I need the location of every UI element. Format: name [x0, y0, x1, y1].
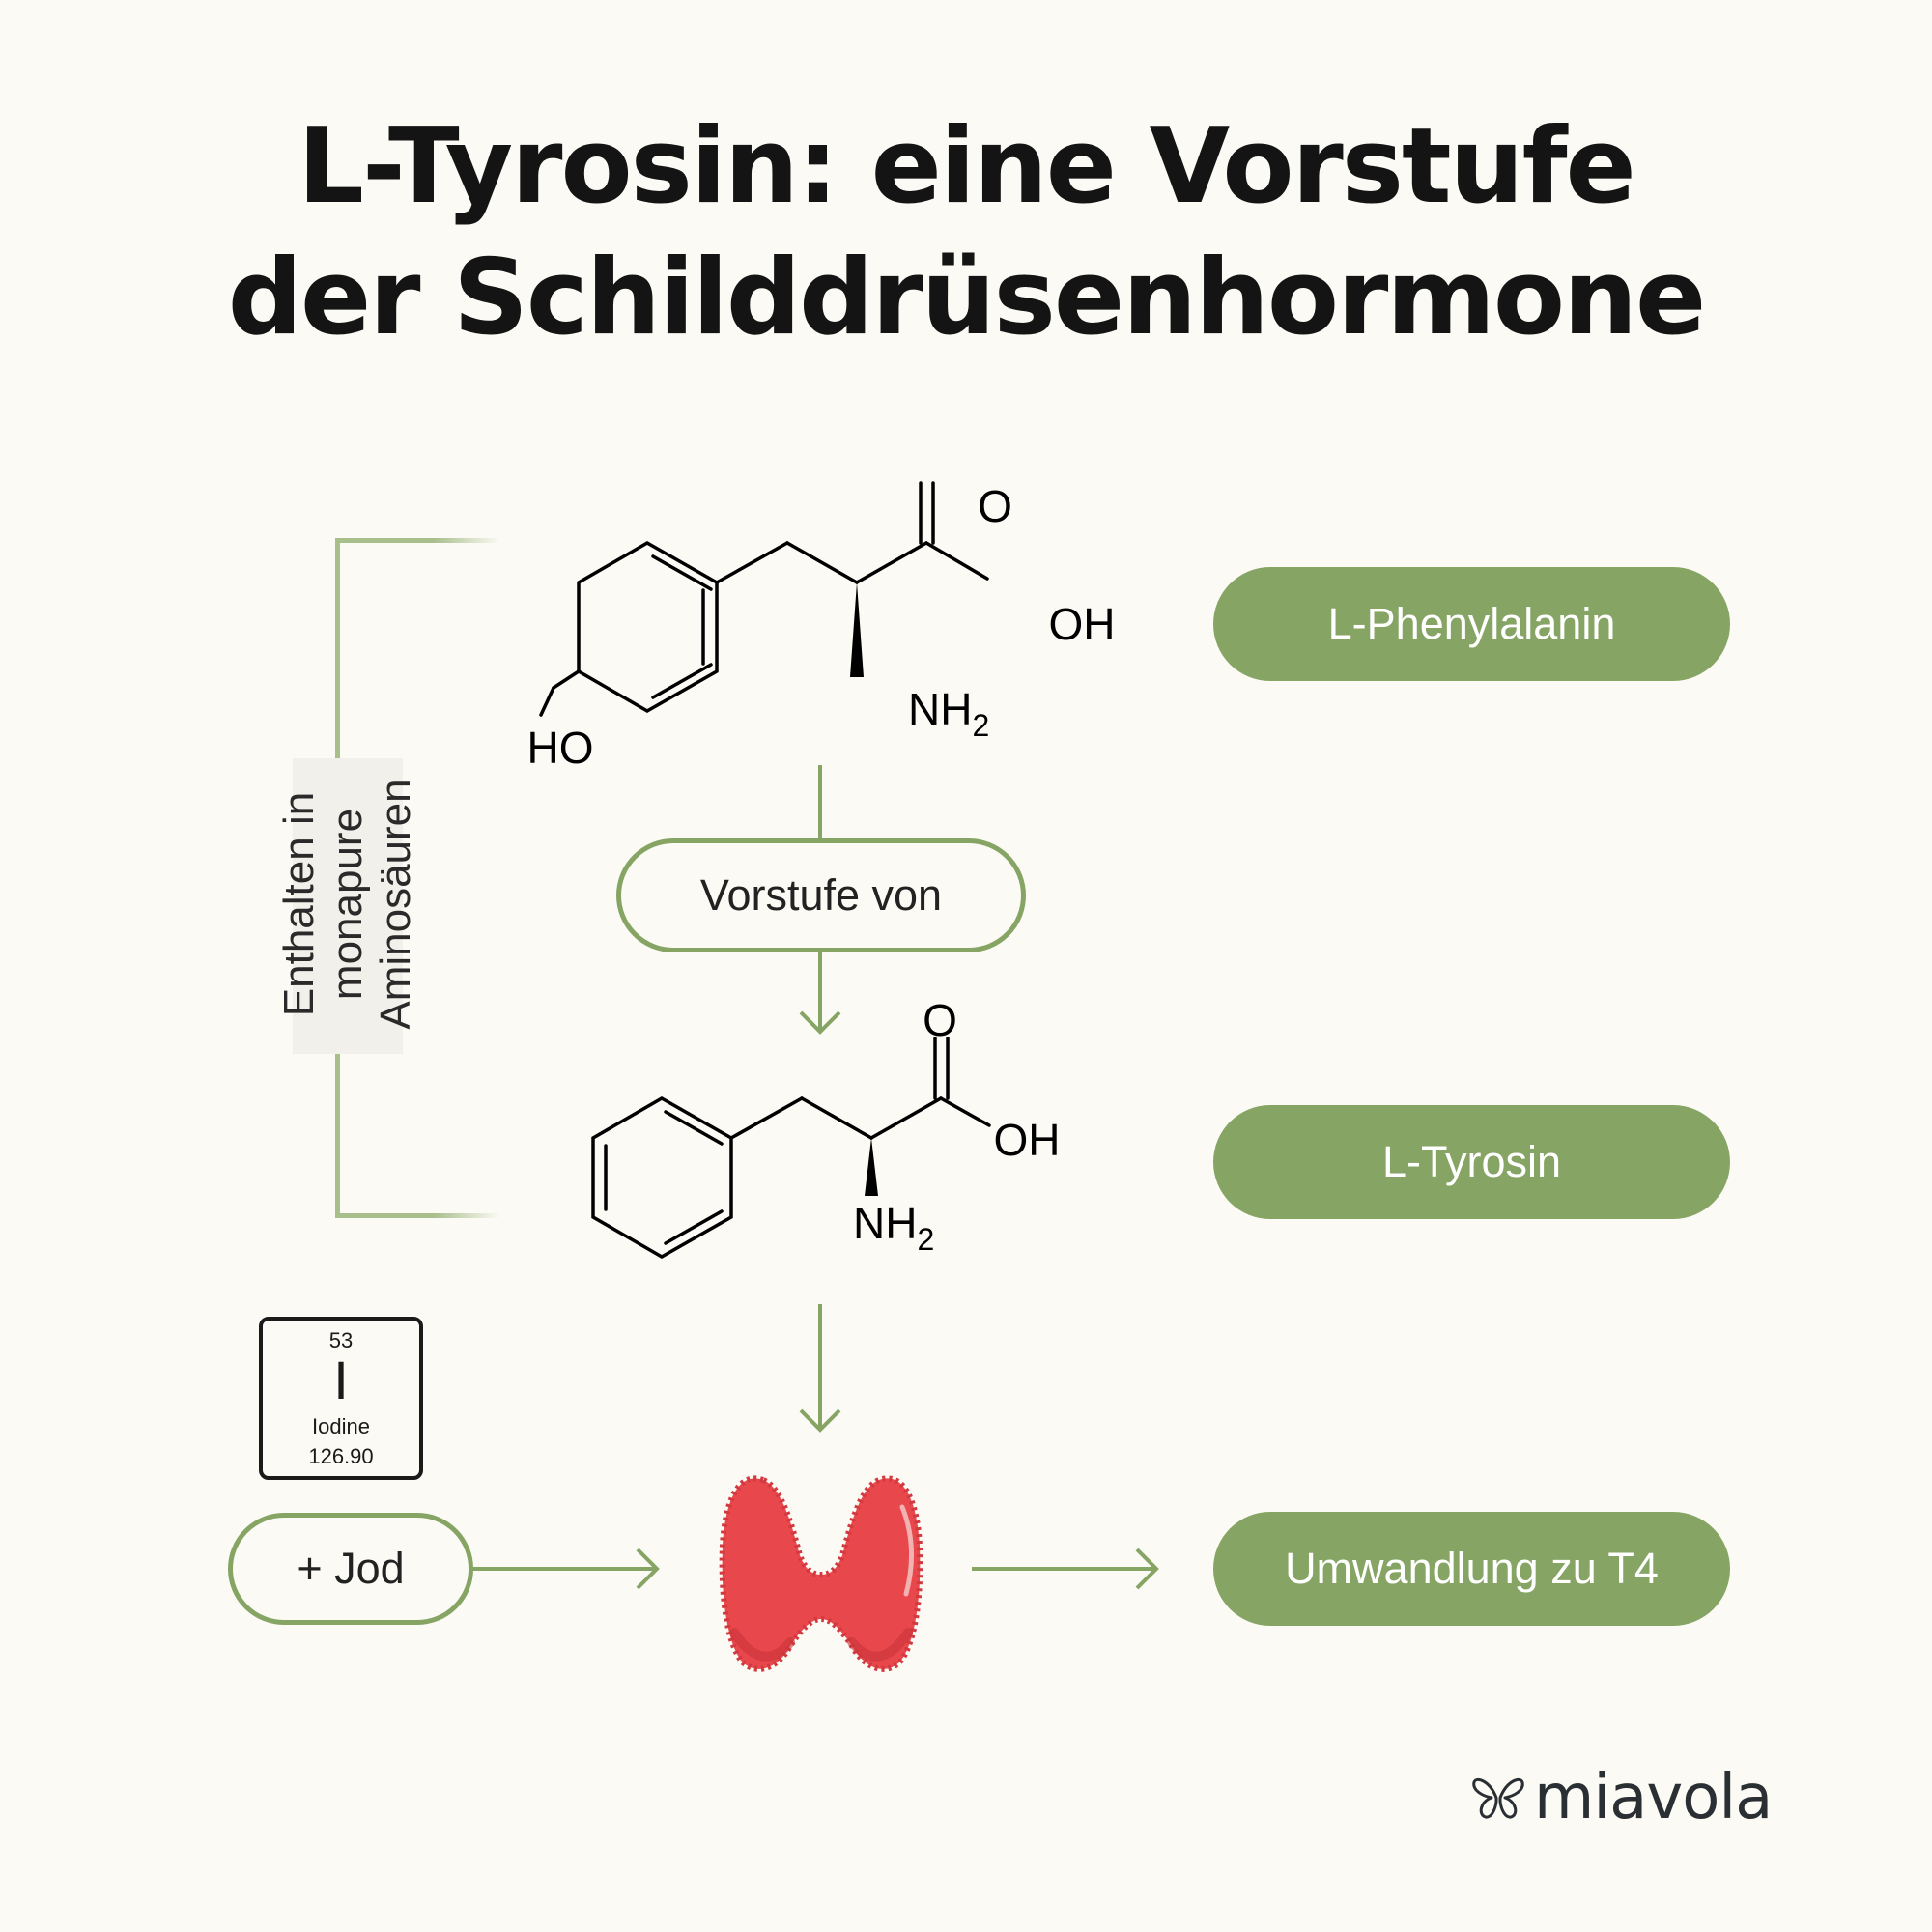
element-symbol: I [333, 1350, 349, 1410]
wedge-bond-bottom [865, 1138, 878, 1196]
atom-oxygen-bottom: O [923, 995, 957, 1045]
title-line-1: L-Tyrosin: eine Vorstufe [298, 106, 1636, 227]
molecule-top-structure [539, 481, 989, 717]
precursor-pill: Vorstufe von [616, 838, 1026, 952]
arrow-thyroid-to-t4 [972, 1548, 1159, 1590]
brand-logo: miavola [1470, 1762, 1773, 1833]
element-name: Iodine [312, 1414, 370, 1438]
atom-hydroxyl-left: HO [527, 723, 594, 773]
side-label-background [293, 758, 403, 1054]
element-atomic-number: 53 [328, 1328, 354, 1352]
arrow-to-tyrosine [799, 765, 841, 1035]
side-label-line-1: Enthalten in [275, 791, 323, 1017]
brand-name: miavola [1534, 1762, 1773, 1833]
phenylalanine-pill: L-Phenylalanin [1213, 567, 1730, 681]
wedge-bond-top [850, 582, 864, 677]
tyrosine-pill: L-Tyrosin [1213, 1105, 1730, 1219]
atom-amine-bottom: NH2 [853, 1198, 934, 1257]
iodine-pill: + Jod [228, 1513, 473, 1625]
title-line-2: der Schilddrüsenhormone [227, 238, 1707, 358]
t4-conversion-pill: Umwandlung zu T4 [1213, 1512, 1730, 1626]
butterfly-icon [1472, 1777, 1524, 1819]
side-label-line-3: Aminosäuren [372, 779, 419, 1030]
thyroid-icon [719, 1475, 923, 1672]
page-title: L-Tyrosin: eine Vorstufe der Schilddrüse… [0, 101, 1932, 364]
arrow-iodine-to-thyroid [471, 1548, 660, 1590]
atom-oxygen-top: O [978, 481, 1012, 531]
element-mass: 126.90 [308, 1444, 374, 1468]
side-label-line-2: monapure [324, 808, 371, 1001]
atom-amine-top: NH2 [908, 684, 989, 743]
atom-hydroxyl-top: OH [1049, 599, 1116, 649]
molecule-bottom-structure [591, 1037, 991, 1260]
atom-hydroxyl-bottom: OH [994, 1115, 1061, 1165]
iodine-element-card: 53 I Iodine 126.90 [259, 1317, 423, 1480]
arrow-to-thyroid [799, 1304, 841, 1433]
